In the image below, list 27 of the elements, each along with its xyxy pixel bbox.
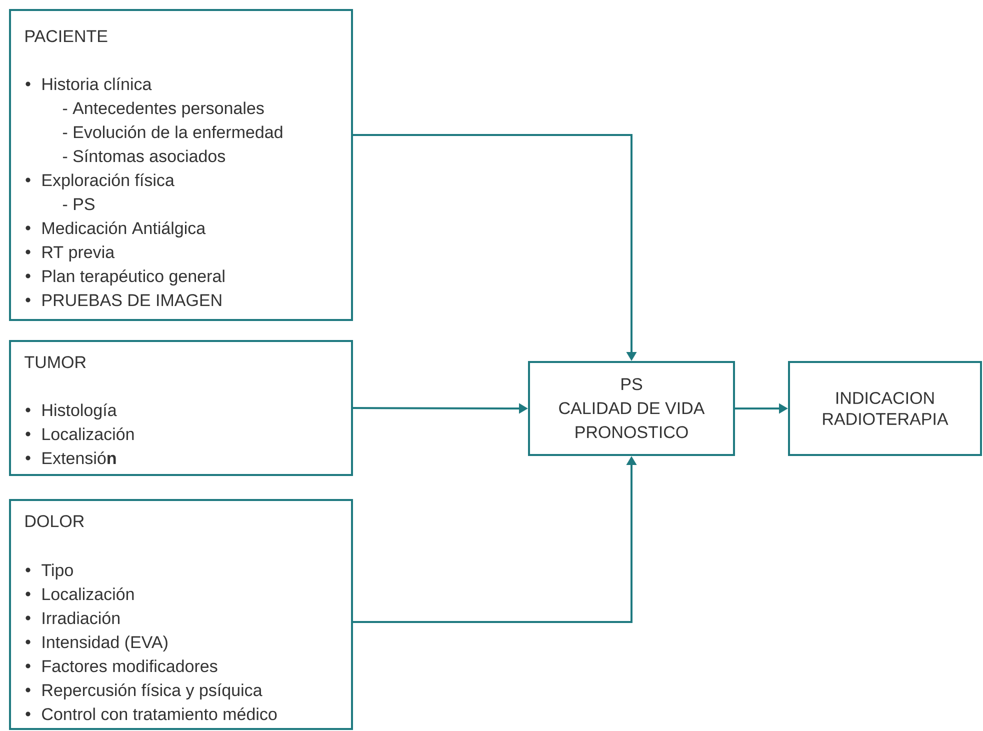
list-item: Extensión xyxy=(42,451,116,464)
box-heading: TUMOR xyxy=(24,356,86,368)
list-item: Historia clínica xyxy=(42,77,152,90)
list-item: Intensidad (EVA) xyxy=(42,636,168,652)
box-text: PS xyxy=(622,378,642,390)
box-text: PRONOSTICO xyxy=(576,426,688,438)
list-item: Factores modificadores xyxy=(42,660,218,672)
sub-item: - PS xyxy=(62,198,94,210)
box-text: INDICACION RADIOTERAPIA xyxy=(823,392,948,426)
list-item: Localización xyxy=(42,427,134,440)
sub-item: - Evolución de la enfermedad xyxy=(62,125,282,138)
list-item: Control con tratamiento médico xyxy=(42,707,277,720)
box-text: CALIDAD DE VIDA xyxy=(559,402,705,414)
list-item: RT previa xyxy=(42,246,115,262)
list-item: Histología xyxy=(42,403,117,420)
list-item: Plan terapéutico general xyxy=(42,269,224,286)
list-item: Repercusión física y psíquica xyxy=(42,683,262,700)
list-item: Irradiación xyxy=(42,611,120,624)
list-item: PRUEBAS DE IMAGEN xyxy=(42,294,222,306)
sub-item: - Síntomas asociados xyxy=(62,149,226,162)
list-item: Exploración física xyxy=(42,173,174,190)
list-item: Localización xyxy=(42,587,134,600)
list-item: Medicación Antiálgica xyxy=(42,221,206,238)
box-heading: PACIENTE xyxy=(26,30,108,42)
box-heading: DOLOR xyxy=(26,515,84,528)
sub-item: - Antecedentes personales xyxy=(62,102,264,118)
list-item: Tipo xyxy=(42,564,73,580)
